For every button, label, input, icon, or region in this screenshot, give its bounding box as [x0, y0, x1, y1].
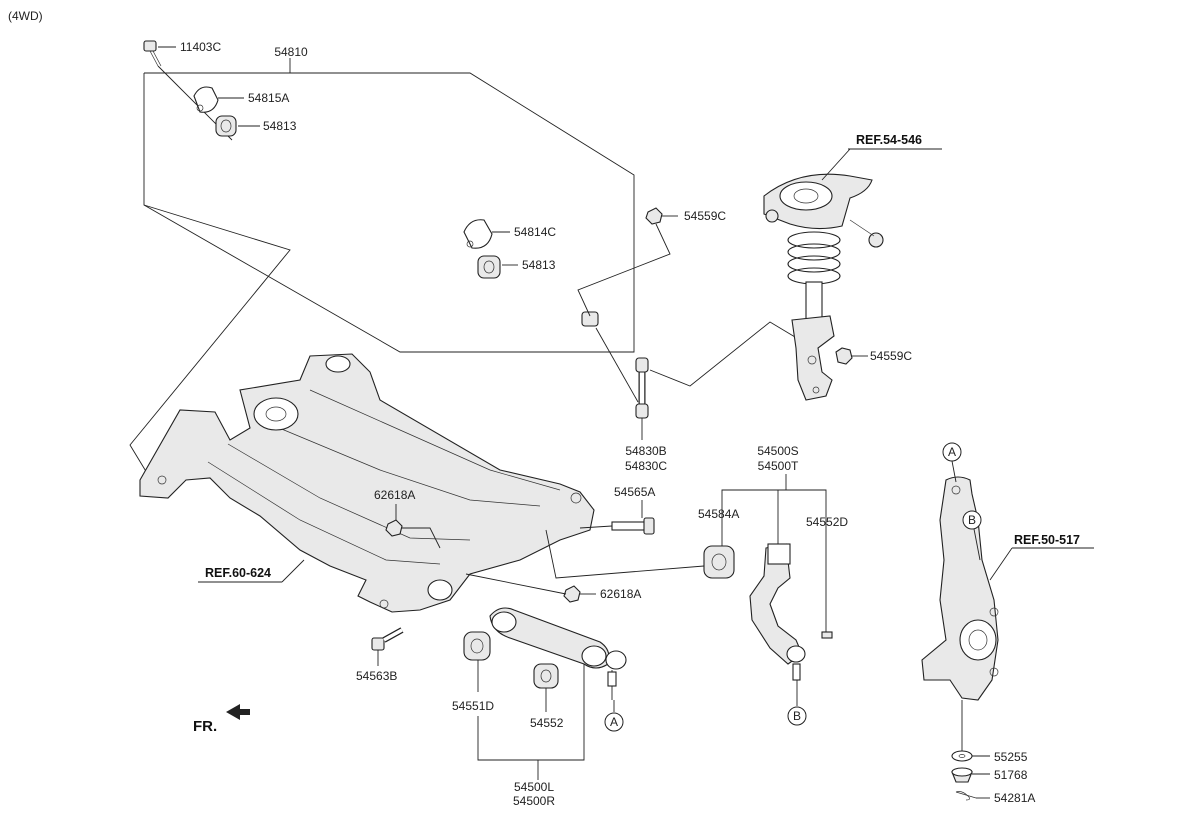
strut-assembly: [763, 173, 884, 401]
stabilizer-bar-group: [129, 40, 635, 479]
label-54500s: 54500S: [757, 444, 798, 458]
label-54500l: 54500L: [514, 780, 554, 794]
label-54559c-bot: 54559C: [870, 349, 912, 363]
marker-a-top: [942, 442, 962, 483]
label-54565a: 54565A: [614, 485, 655, 499]
bushing-54551d-icon: [463, 631, 491, 661]
subframe: [139, 353, 595, 613]
label-54813-top: 54813: [263, 119, 297, 133]
bolt-11403c-icon: [143, 40, 162, 67]
nut-54559c-top-icon: [645, 207, 663, 225]
label-54552d: 54552D: [806, 515, 848, 529]
bushing-54584a-icon: [703, 545, 735, 579]
label-54551d: 54551D: [452, 699, 494, 713]
bushing-54813-mid-icon: [477, 255, 501, 279]
cotter-pin-54281a-icon: [955, 791, 977, 801]
label-55255: 55255: [994, 750, 1028, 764]
marker-b-top: [962, 510, 982, 561]
label-54830b: 54830B: [625, 444, 666, 458]
clamp-54815a-icon: [193, 86, 219, 113]
label-54815a: 54815A: [248, 91, 289, 105]
label-54563b: 54563B: [356, 669, 397, 683]
clamp-54814c-icon: [463, 219, 493, 249]
steering-knuckle: [921, 476, 999, 752]
stabilizer-link-group: [577, 207, 801, 440]
nut-54559c-bot-icon: [835, 347, 853, 365]
marker-a-top-label: A: [948, 445, 956, 459]
label-54281a: 54281A: [994, 791, 1035, 805]
label-54814c: 54814C: [514, 225, 556, 239]
variant-label: (4WD): [8, 9, 43, 23]
marker-b-bottom: [787, 680, 807, 726]
label-54500r: 54500R: [513, 794, 555, 808]
label-54584a: 54584A: [698, 507, 739, 521]
ref-knuckle: REF.50-517: [1014, 533, 1080, 547]
label-11403c: 11403C: [180, 40, 221, 54]
bar-end-bushing: [581, 311, 599, 327]
nut-54552d-icon: [821, 631, 833, 639]
front-marker: FR.: [193, 718, 217, 735]
label-54559c-top: 54559C: [684, 209, 726, 223]
label-62618a-bot: 62618A: [600, 587, 641, 601]
front-arrow-icon: [226, 704, 250, 720]
bushing-54552-icon: [533, 663, 559, 689]
ref-subframe: REF.60-624: [205, 566, 271, 580]
label-51768: 51768: [994, 768, 1028, 782]
lower-arm-rear: [749, 543, 806, 681]
marker-b-top-label: B: [968, 513, 976, 527]
label-62618a-top: 62618A: [374, 488, 415, 502]
washer-55255-icon: [951, 750, 973, 762]
marker-a-bottom: [604, 700, 624, 732]
label-54500t: 54500T: [758, 459, 799, 473]
bushing-54813-top-icon: [215, 115, 237, 137]
nut-51768-icon: [951, 767, 973, 783]
bolt-54565a-icon: [611, 517, 655, 535]
ref-strut: REF.54-546: [856, 133, 922, 147]
label-54552: 54552: [530, 716, 564, 730]
label-54810: 54810: [274, 45, 308, 59]
lower-arm-front: [489, 607, 627, 700]
label-54813-mid: 54813: [522, 258, 556, 272]
marker-b-bottom-label: B: [793, 709, 801, 723]
bolt-54563b-icon: [371, 627, 404, 651]
nut-62618a-bot-icon: [563, 585, 581, 603]
label-54830c: 54830C: [625, 459, 667, 473]
marker-a-bottom-label: A: [610, 715, 618, 729]
